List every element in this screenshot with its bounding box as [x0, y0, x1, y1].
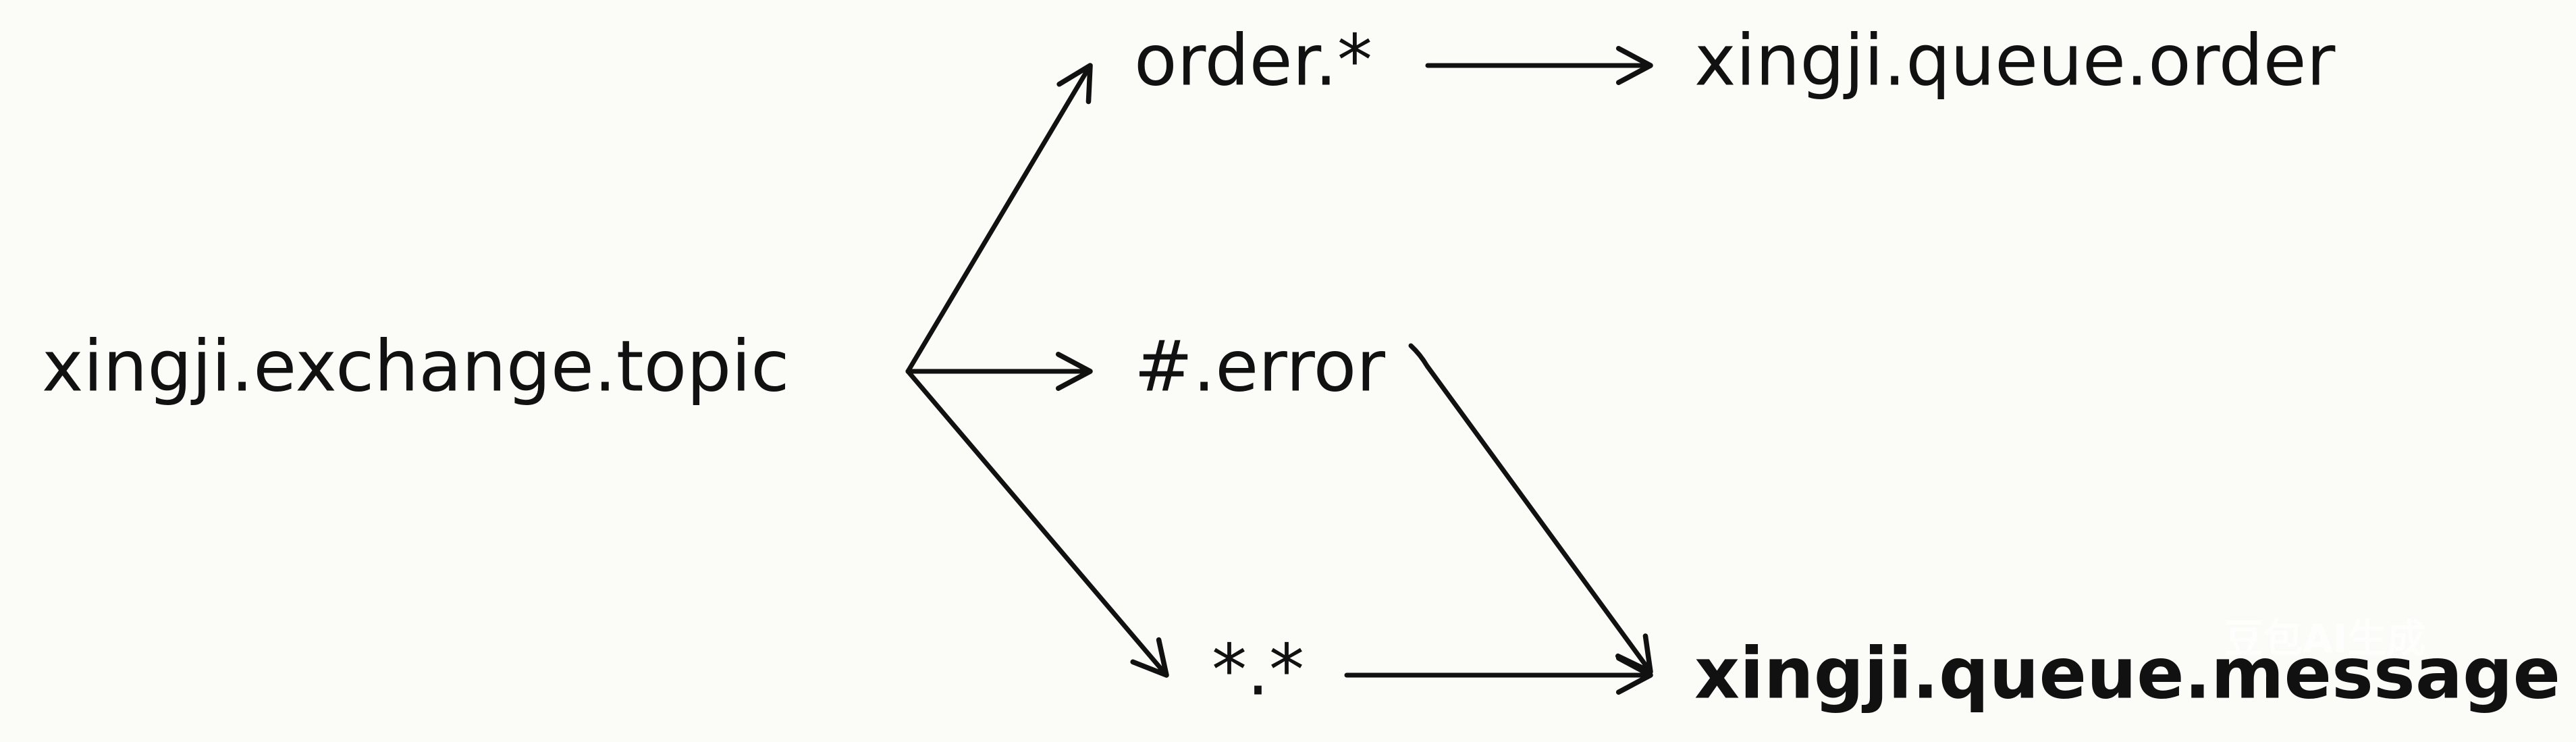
- queue-message: xingji.queue.message: [1694, 632, 2560, 714]
- edge-exchange-to-any-pattern: [905, 369, 1169, 678]
- exchange-label: xingji.exchange.topic: [42, 325, 789, 407]
- edges: [905, 46, 1653, 695]
- queue-order: xingji.queue.order: [1694, 19, 2336, 101]
- nodes: xingji.exchange.topic order.* #.error *.…: [42, 19, 2560, 714]
- edge-exchange-to-order-pattern: [905, 63, 1093, 374]
- binding-error-pattern: #.error: [1134, 325, 1385, 407]
- edge-error-pattern-to-message-queue: [1408, 343, 1653, 674]
- binding-any-pattern: *.*: [1212, 629, 1304, 711]
- binding-order-pattern: order.*: [1134, 19, 1372, 101]
- ai-generated-watermark: 豆包AI生成: [2224, 616, 2425, 662]
